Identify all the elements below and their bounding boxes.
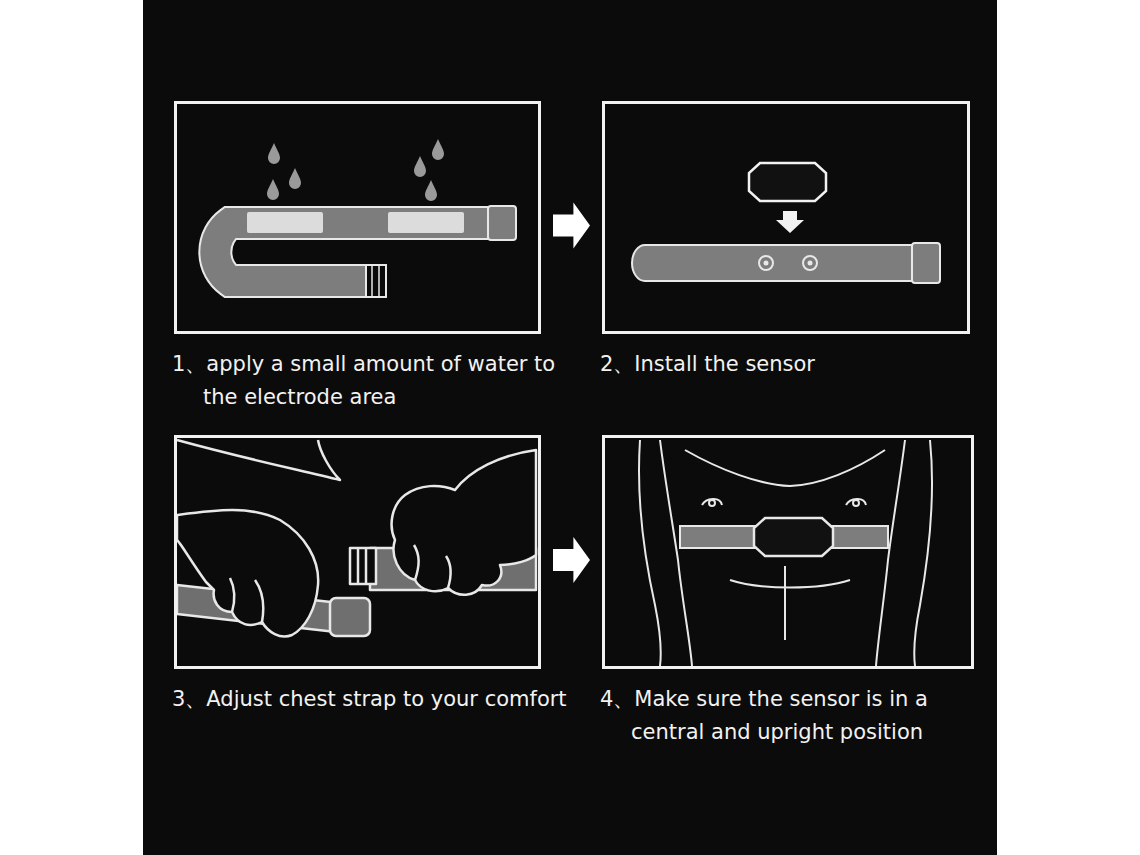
step-caption: 1、apply a small amount of water to the e… — [172, 348, 575, 414]
step-caption: 2、Install the sensor — [600, 348, 991, 381]
panel-frame — [602, 435, 974, 669]
sensor-install — [632, 163, 940, 283]
panel-frame — [174, 435, 541, 669]
step-caption: 3、Adjust chest strap to your comfort — [172, 683, 643, 716]
step-panel: 1、apply a small amount of water to the e… — [174, 101, 575, 414]
step-panel: 4、Make sure the sensor is in a central a… — [602, 435, 981, 749]
step-arrow — [553, 203, 590, 249]
step-panel: 2、Install the sensor — [602, 101, 991, 381]
torso-wearing-strap — [639, 440, 932, 666]
panel-frame — [602, 101, 970, 334]
step-panel: 3、Adjust chest strap to your comfort — [174, 435, 643, 716]
strap-with-water — [215, 139, 516, 297]
panel-frame — [174, 101, 541, 334]
step-arrow — [553, 537, 590, 583]
step-caption: 4、Make sure the sensor is in a central a… — [600, 683, 981, 749]
hands-adjusting — [177, 440, 536, 637]
